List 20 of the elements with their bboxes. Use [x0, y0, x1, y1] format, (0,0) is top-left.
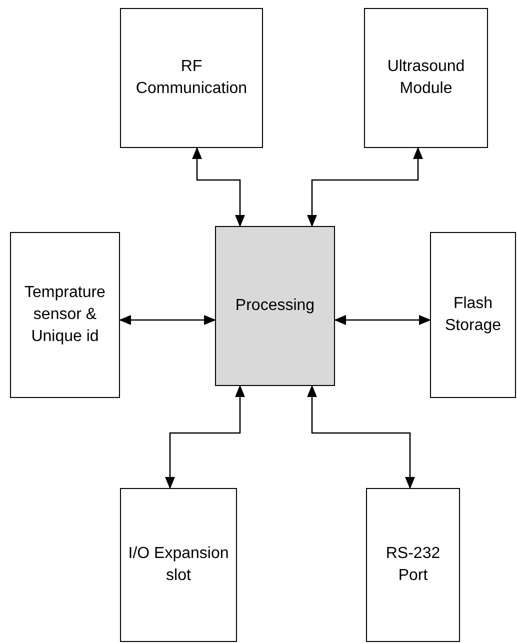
- module-box: [10, 232, 120, 398]
- box-label: RS-232 Port: [384, 544, 442, 586]
- processor-box: [215, 226, 335, 386]
- box-label: RF Communication: [134, 57, 248, 99]
- module-box: [120, 8, 263, 148]
- module-box: [120, 488, 237, 642]
- box-label: Temprature sensor & Unique id: [24, 283, 106, 347]
- box-label: Processing: [235, 296, 315, 316]
- connector-arrow: [334, 315, 431, 325]
- connector-arrow: [307, 385, 415, 489]
- box-label: I/O Expansion slot: [127, 544, 230, 586]
- connector-arrow: [307, 147, 423, 227]
- connector-arrow: [119, 315, 216, 325]
- box-label: Ultrasound Module: [386, 57, 466, 99]
- module-box: [430, 232, 516, 398]
- connector-arrow: [165, 385, 245, 489]
- connector-arrow: [192, 147, 245, 227]
- module-box: [364, 8, 488, 148]
- box-label: Flash Storage: [444, 294, 502, 336]
- module-box: [366, 488, 460, 642]
